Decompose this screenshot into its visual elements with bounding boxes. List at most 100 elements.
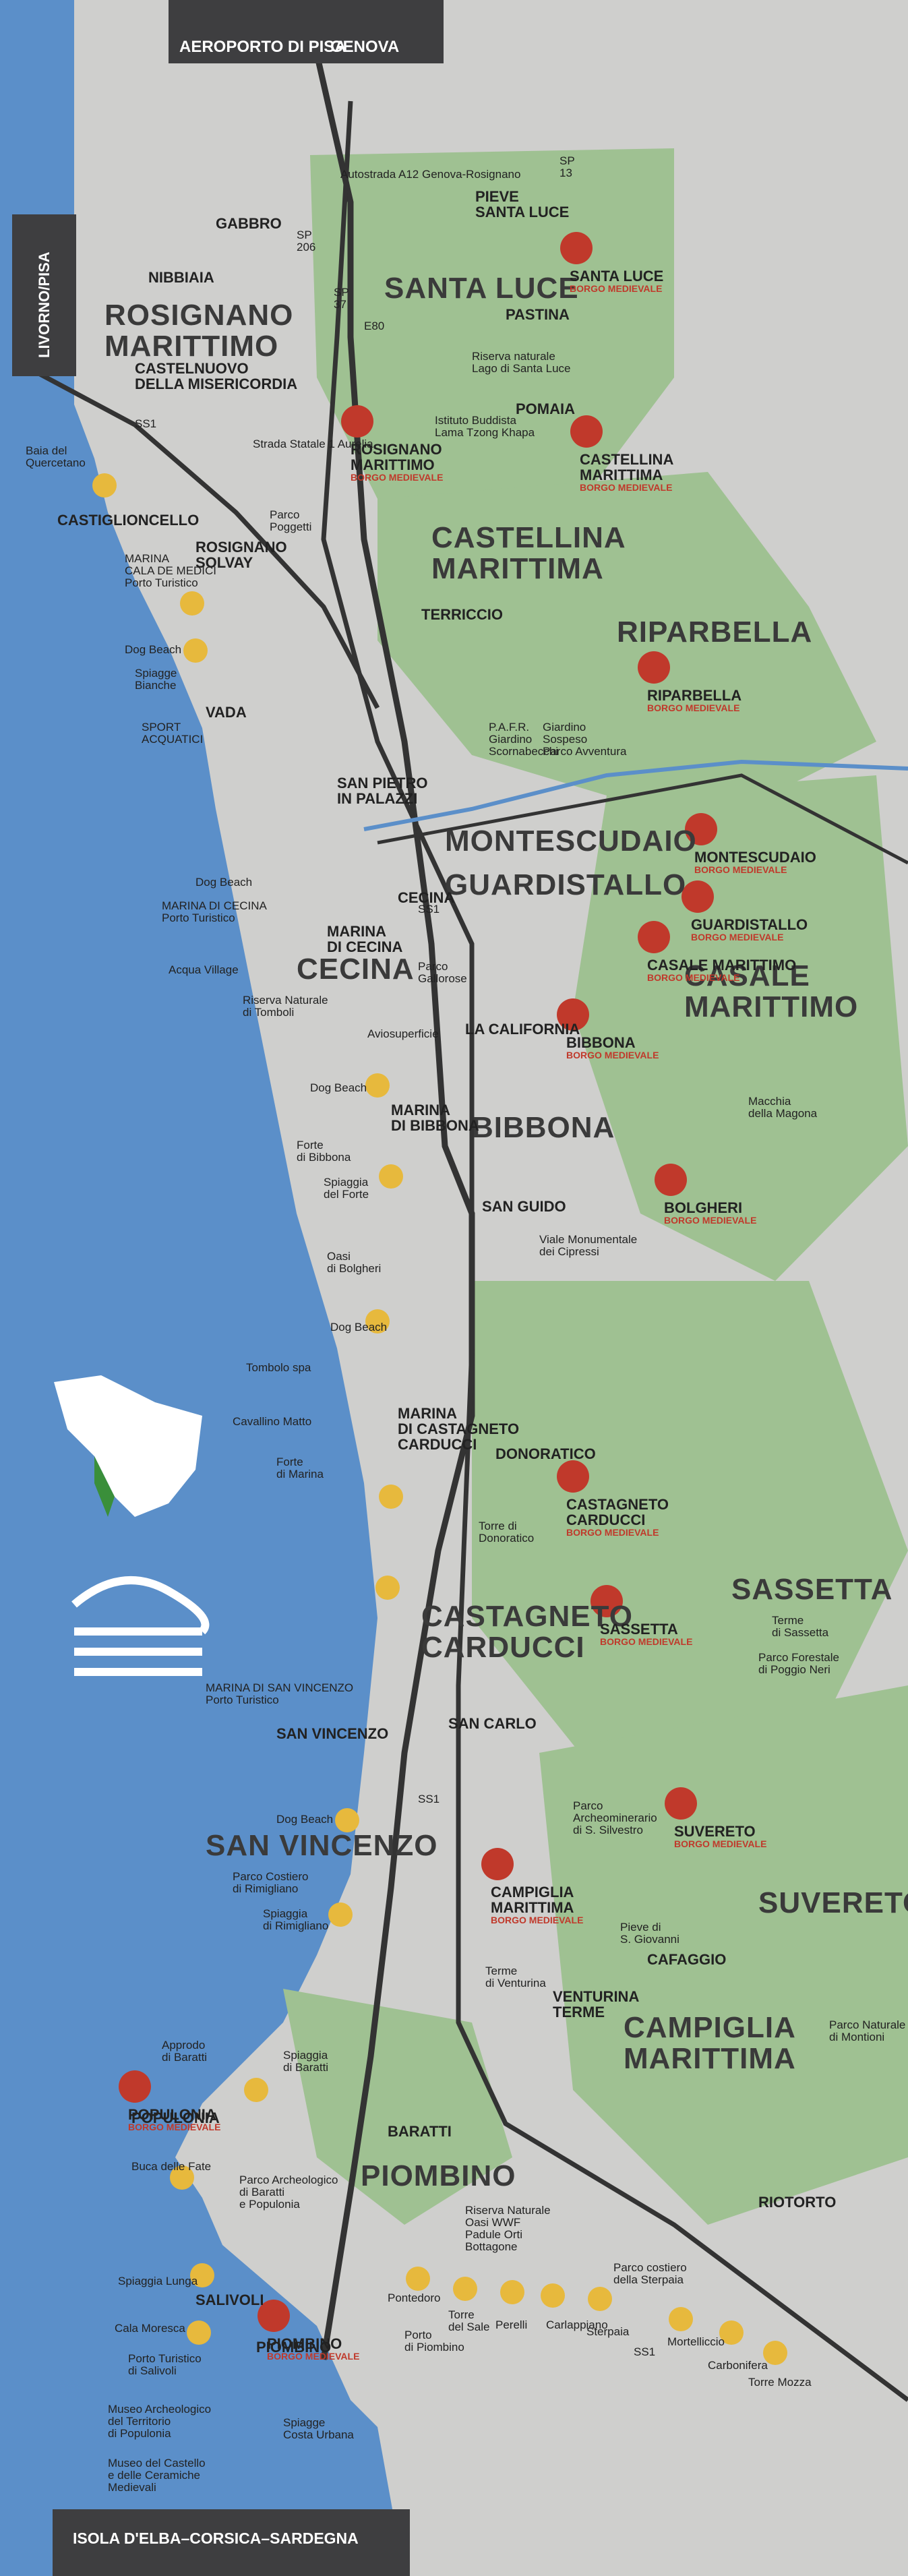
borgo-marker-icon bbox=[591, 1585, 623, 1617]
poi-label: Terme di Sassetta bbox=[772, 1614, 829, 1639]
place-label: PIOMBINO bbox=[256, 2339, 332, 2356]
poi-label: Perelli bbox=[495, 2318, 528, 2331]
beach-marker-icon bbox=[365, 1309, 390, 1334]
beach-marker-icon bbox=[406, 2267, 430, 2291]
poi-label: Buca delle Fate bbox=[131, 2160, 212, 2173]
poi-label: Porto Turistico di Salivoli bbox=[128, 2352, 202, 2377]
borgo-tag: BORGO MEDIEVALE bbox=[600, 1636, 693, 1647]
poi-label: Baia del Quercetano bbox=[26, 444, 86, 469]
place-label: SALIVOLI bbox=[195, 2292, 264, 2308]
region-label: SASSETTA bbox=[731, 1573, 893, 1606]
region-label: SANTA LUCE bbox=[384, 272, 579, 305]
poi-label: Dog Beach bbox=[330, 1321, 388, 1334]
top-bar: AEROPORTO DI PISA GENOVA bbox=[169, 0, 444, 63]
poi-label: Parco Archeologico di Baratti e Populoni… bbox=[239, 2174, 338, 2211]
poi-label: Carlappiano bbox=[546, 2318, 608, 2331]
beach-marker-icon bbox=[375, 1576, 400, 1600]
poi-label: Spiagge Bianche bbox=[135, 667, 177, 692]
place-label: POPULONIA bbox=[131, 2109, 220, 2126]
river-cecina bbox=[363, 759, 908, 831]
beach-marker-icon bbox=[328, 1903, 353, 1927]
poi-label: Aviosuperficie bbox=[367, 1027, 439, 1040]
place-label: GABBRO bbox=[216, 215, 282, 232]
borgo-label: CAMPIGLIA MARITTIMA bbox=[491, 1884, 574, 1917]
borgo-label: CASALE MARITTIMO bbox=[647, 957, 797, 974]
beach-marker-icon bbox=[379, 1164, 403, 1189]
place-label: SAN PIETRO IN PALAZZI bbox=[337, 775, 428, 808]
poi-label: P.A.F.R. Giardino Scornabecchi bbox=[489, 721, 559, 758]
beach-markers bbox=[92, 473, 787, 2365]
beach-marker-icon bbox=[170, 2165, 194, 2190]
poi-label: Pieve di S. Giovanni bbox=[620, 1921, 679, 1946]
poi-label: Dog Beach bbox=[310, 1081, 367, 1094]
place-label: PASTINA bbox=[506, 306, 570, 323]
borgo-tag: BORGO MEDIEVALE bbox=[566, 1050, 659, 1060]
poi-label: Forte di Marina bbox=[276, 1456, 324, 1480]
road-label: Autostrada A12 Genova-Rosignano bbox=[340, 168, 521, 181]
poi-label: Dog Beach bbox=[195, 876, 253, 889]
poi-label: Carbonifera bbox=[708, 2359, 768, 2372]
place-label: NIBBIAIA bbox=[148, 269, 214, 286]
place-label: SAN VINCENZO bbox=[276, 1725, 389, 1742]
region-label: SUVERETO bbox=[758, 1886, 908, 1919]
beach-marker-icon bbox=[190, 2263, 214, 2287]
borgo-markers bbox=[119, 232, 717, 2332]
poi-label: SPORT ACQUATICI bbox=[142, 721, 204, 746]
borgo-marker-icon bbox=[638, 921, 670, 953]
beach-marker-icon bbox=[669, 2307, 693, 2331]
borgo-marker-icon bbox=[665, 1787, 697, 1820]
poi-label: Pontedoro bbox=[388, 2292, 441, 2304]
poi-label: Terme di Venturina bbox=[485, 1965, 546, 1989]
borgo-tag: BORGO MEDIEVALE bbox=[694, 864, 787, 875]
elba-label: ISOLA D'ELBA–CORSICA–SARDEGNA bbox=[73, 2529, 359, 2547]
airport-label: AEROPORTO DI PISA bbox=[179, 38, 346, 56]
beach-marker-icon bbox=[763, 2341, 787, 2365]
tuscany-inset-highlight bbox=[94, 1456, 115, 1517]
borgo-label: SUVERETO bbox=[674, 1823, 756, 1840]
borgo-tag: BORGO MEDIEVALE bbox=[647, 702, 740, 713]
road-label: Strada Statale 1 Aurelia bbox=[253, 438, 373, 450]
road-label: SS1 bbox=[418, 1793, 440, 1805]
poi-label: Parco Costiero di Rimigliano bbox=[233, 1870, 309, 1895]
poi-label: Parco Naturale di Montioni bbox=[829, 2018, 906, 2043]
region-label: CASTAGNETO CARDUCCI bbox=[421, 1600, 633, 1665]
poi-label: Forte di Bibbona bbox=[297, 1139, 351, 1164]
poi-label: Museo Archeologico del Territorio di Pop… bbox=[108, 2403, 212, 2440]
borgo-marker-icon bbox=[570, 415, 603, 448]
poi-label: Tombolo spa bbox=[246, 1361, 311, 1374]
poi-label: Museo del Castello e delle Ceramiche Med… bbox=[108, 2457, 206, 2494]
borgo-tag: BORGO MEDIEVALE bbox=[566, 1527, 659, 1538]
borgo-marker-icon bbox=[557, 998, 589, 1031]
poi-label: Spiaggia Lunga bbox=[118, 2275, 198, 2287]
borgo-marker-icon bbox=[481, 1848, 514, 1880]
borgo-marker-icon bbox=[685, 813, 717, 845]
borgo-tag: BORGO MEDIEVALE bbox=[691, 932, 784, 942]
beach-marker-icon bbox=[335, 1808, 359, 1832]
beach-marker-icon bbox=[183, 638, 208, 663]
road-label: SP 37 bbox=[334, 286, 349, 311]
place-label: MARINA DI CASTAGNETO CARDUCCI bbox=[398, 1405, 520, 1454]
borgo-marker-icon bbox=[258, 2300, 290, 2332]
beach-marker-icon bbox=[244, 2078, 268, 2102]
poi-label: Spiaggia di Rimigliano bbox=[263, 1907, 329, 1932]
poi-label: Acqua Village bbox=[169, 963, 239, 976]
region-label: CAMPIGLIA MARITTIMA bbox=[624, 2011, 796, 2076]
borgo-tag: BORGO MEDIEVALE bbox=[491, 1915, 584, 1925]
borgo-marker-icon bbox=[560, 232, 593, 264]
beach-marker-icon bbox=[365, 1073, 390, 1098]
borgo-label: MONTESCUDAIO bbox=[694, 849, 816, 866]
region-label: RIPARBELLA bbox=[617, 616, 813, 649]
beach-marker-icon bbox=[180, 591, 204, 616]
borgo-tag: BORGO MEDIEVALE bbox=[128, 2122, 221, 2132]
beach-marker-icon bbox=[588, 2287, 612, 2311]
region-label: PIOMBINO bbox=[361, 2159, 516, 2192]
borgo-marker-icon bbox=[655, 1164, 687, 1196]
side-bar: LIVORNO/PISA bbox=[12, 214, 76, 376]
place-label: MARINA DI CECINA bbox=[327, 923, 403, 956]
place-label: CASTELNUOVO DELLA MISERICORDIA bbox=[135, 360, 298, 393]
place-label: TERRICCIO bbox=[421, 606, 503, 623]
beach-marker-icon bbox=[541, 2283, 565, 2308]
borgo-label: POPULONIA bbox=[128, 2106, 216, 2123]
beach-marker-icon bbox=[379, 1485, 403, 1509]
